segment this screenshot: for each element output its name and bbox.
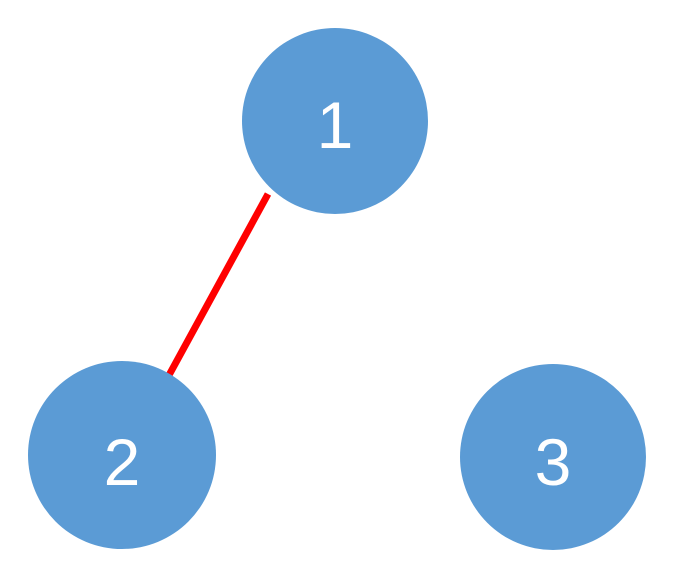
node-circle-2[interactable] [28,361,216,549]
node-circle-3[interactable] [460,364,646,550]
graph-node-3[interactable]: 3 [460,364,646,550]
edge-layer [164,192,272,379]
graph-edge-1-2[interactable] [164,192,272,379]
node-circle-1[interactable] [242,28,428,214]
node-layer: 1 2 3 [28,28,646,550]
graph-node-1[interactable]: 1 [242,28,428,214]
graph-node-2[interactable]: 2 [28,361,216,549]
